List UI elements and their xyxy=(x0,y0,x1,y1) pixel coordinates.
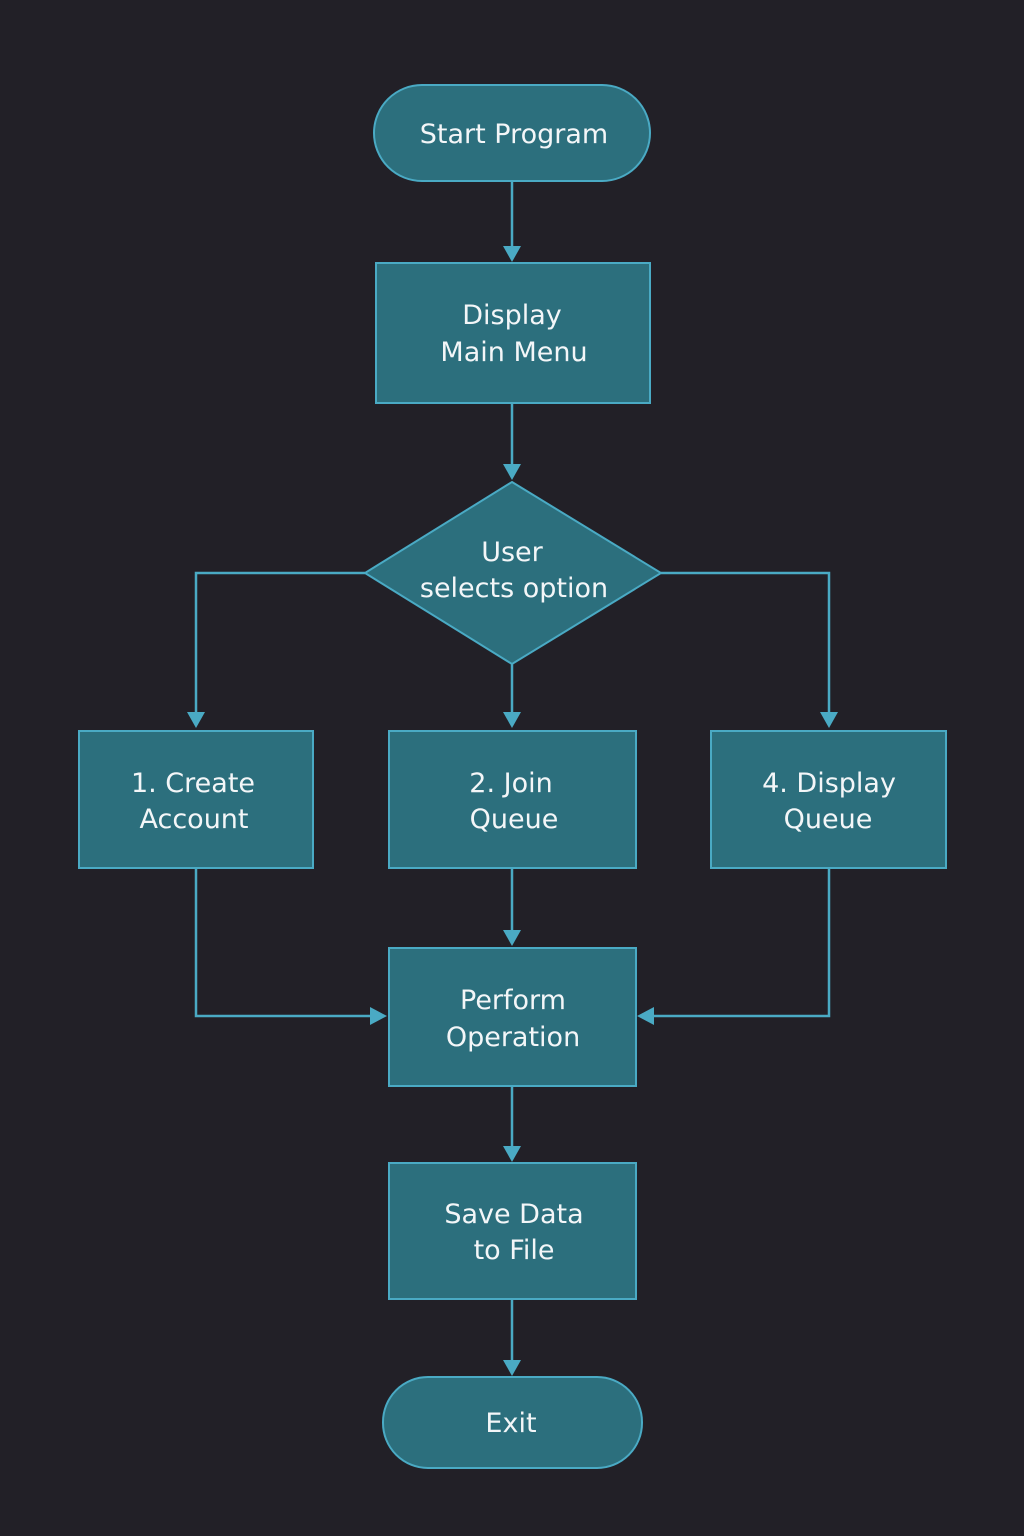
edge-create-to-perform xyxy=(194,868,372,1018)
arrowhead-display xyxy=(820,712,838,728)
arrowhead-perform-left xyxy=(370,1007,387,1025)
node-join: 2. Join Queue xyxy=(388,730,637,869)
display-label-line-2: Queue xyxy=(784,804,873,835)
node-save: Save Data to File xyxy=(388,1162,637,1300)
node-menu: Display Main Menu xyxy=(375,262,651,404)
join-label-line-1: 2. Join xyxy=(469,768,552,799)
exit-label: Exit xyxy=(485,1408,536,1439)
decision-label-line-1: User xyxy=(481,537,543,568)
perform-label-line-2: Operation xyxy=(446,1022,580,1053)
decision-diamond-shape xyxy=(363,480,663,666)
arrowhead-perform-top xyxy=(503,930,521,946)
edge-decision-to-create xyxy=(194,571,365,714)
edge-display-to-perform xyxy=(652,868,831,1018)
start-label: Start Program xyxy=(420,119,608,150)
save-process-shape xyxy=(388,1162,637,1300)
exit-terminal-shape xyxy=(382,1376,643,1469)
node-exit: Exit xyxy=(382,1376,643,1469)
decision-label-line-2: selects option xyxy=(420,573,608,604)
arrowhead-save xyxy=(503,1146,521,1162)
node-decision: User selects option xyxy=(363,480,663,666)
arrowhead-exit xyxy=(503,1360,521,1376)
display-process-shape xyxy=(710,730,947,869)
join-process-shape xyxy=(388,730,637,869)
arrowhead-menu xyxy=(503,246,521,262)
arrowhead-perform-right xyxy=(637,1007,654,1025)
save-label-line-1: Save Data xyxy=(444,1199,583,1230)
node-start: Start Program xyxy=(373,84,651,182)
save-label-line-2: to File xyxy=(474,1235,555,1266)
menu-label-line-1: Display xyxy=(462,300,562,331)
create-label-line-2: Account xyxy=(139,804,248,835)
create-label-line-1: 1. Create xyxy=(131,768,255,799)
edge-decision-to-display xyxy=(661,571,831,714)
display-label-line-1: 4. Display xyxy=(762,768,896,799)
edges xyxy=(187,181,838,1376)
perform-label-line-1: Perform xyxy=(460,985,566,1016)
node-create: 1. Create Account xyxy=(78,730,314,869)
menu-label-line-2: Main Menu xyxy=(440,337,587,368)
arrowhead-join xyxy=(503,712,521,728)
start-terminal-shape xyxy=(373,84,651,182)
arrowhead-decision xyxy=(503,464,521,480)
create-process-shape xyxy=(78,730,314,869)
node-perform: Perform Operation xyxy=(388,947,637,1087)
perform-process-shape xyxy=(388,947,637,1087)
arrowhead-create xyxy=(187,712,205,728)
menu-process-shape xyxy=(375,262,651,404)
join-label-line-2: Queue xyxy=(470,804,559,835)
node-display: 4. Display Queue xyxy=(710,730,947,869)
